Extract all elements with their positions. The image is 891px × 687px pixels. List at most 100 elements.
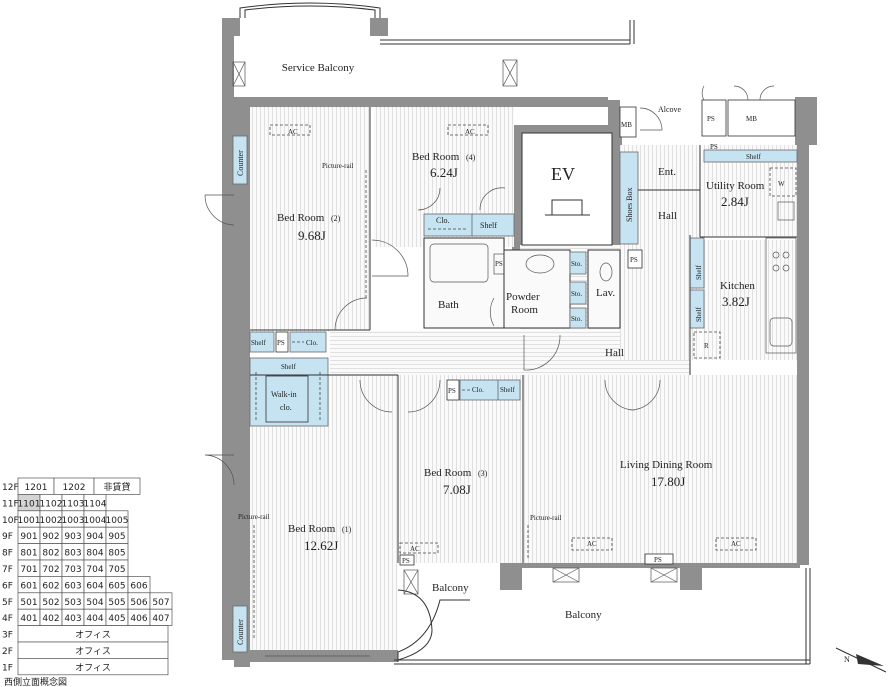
unit-number: 407 [152, 614, 169, 624]
unit-number: 801 [20, 549, 37, 559]
unit-number: 804 [86, 549, 103, 559]
washer-label: W [778, 180, 785, 188]
unit-number: 1004 [84, 516, 107, 526]
unit-number: 1005 [106, 516, 129, 526]
hall-label-upper: Hall [658, 210, 677, 222]
unit-number: 603 [64, 581, 81, 591]
kitchen-size: 3.82J [722, 294, 750, 309]
unit-number: 703 [64, 565, 81, 575]
powder-label: Powder [506, 291, 540, 303]
balconies: PS Balcony Balcony [394, 554, 811, 665]
unit-number: 非賃貸 [103, 481, 130, 493]
hall-label-lower: Hall [605, 347, 624, 359]
picture-rail-bed1: Picture-rail [238, 513, 270, 521]
bed2-name: Bed Room [277, 212, 325, 224]
unit-number: オフィス [75, 662, 111, 673]
bed-room-2: Counter AC Picture-rail Bed Room (2) 9.6… [204, 107, 409, 331]
unit-number: 1001 [18, 516, 41, 526]
living-dining-room: Picture-rail Living Dining Room 17.80J A… [527, 379, 757, 565]
floors [250, 107, 797, 650]
unit-cell [17, 658, 169, 676]
powder-room-label: Room [511, 304, 538, 316]
unit-number: 1103 [62, 499, 85, 509]
bed1-name: Bed Room [288, 523, 336, 535]
floor-label: 4F [2, 614, 13, 624]
service-balcony-label: Service Balcony [282, 62, 355, 74]
unit-number: 802 [42, 549, 59, 559]
floor-label: 2F [2, 647, 13, 657]
unit-number: オフィス [75, 646, 111, 657]
clo-label-bed3: Clo. [472, 386, 484, 394]
compass: N [835, 647, 887, 673]
service-balcony: Service Balcony [232, 2, 635, 87]
shoes-box-label: Shoes Box [625, 188, 634, 222]
ac-unit-bed4: AC [465, 128, 475, 136]
ps-label-ldr: PS [654, 556, 662, 564]
unit-number: 402 [42, 614, 59, 624]
unit-number: 405 [108, 614, 125, 624]
unit-number: 403 [64, 614, 81, 624]
unit-number: 601 [20, 581, 37, 591]
unit-number: 1202 [63, 483, 86, 493]
unit-number: 602 [42, 581, 59, 591]
floor-label: 3F [2, 631, 13, 641]
unit-number: 606 [130, 581, 147, 591]
bed-room-3: PS Clo. Shelf Bed Room (3) 7.08J [407, 375, 524, 563]
kitchen-name: Kitchen [720, 280, 755, 292]
compass-north-label: N [844, 655, 850, 664]
unit-number: 902 [42, 532, 59, 542]
sto-label-3: Sto. [571, 315, 582, 323]
ac-unit-ldr-2: AC [731, 540, 741, 548]
unit-number: 705 [108, 565, 125, 575]
shelf-label-utility: Shelf [746, 153, 761, 161]
bed3-size: 7.08J [443, 482, 471, 497]
bed4-name: Bed Room [412, 151, 460, 163]
unit-number: 504 [86, 598, 103, 608]
unit-number: 905 [108, 532, 125, 542]
bed2-size: 9.68J [298, 228, 326, 243]
picture-rail-bed2: Picture-rail [322, 162, 354, 170]
unit-number: 1101 [18, 499, 41, 509]
floor-label: 7F [2, 565, 13, 575]
ent-label: Ent. [658, 166, 676, 178]
unit-number: 506 [130, 598, 147, 608]
unit-number: 503 [64, 598, 81, 608]
shelf-label-bed4: Shelf [480, 221, 497, 230]
bed3-name: Bed Room [424, 467, 472, 479]
shelf-label-walkin: Shelf [281, 363, 296, 371]
unit-number: 704 [86, 565, 103, 575]
alcove-label: Alcove [658, 105, 682, 114]
bed3-num: (3) [478, 469, 488, 478]
unit-number: 701 [20, 565, 37, 575]
clo-label-hall: Clo. [306, 339, 318, 347]
ps-label-balcony: PS [402, 557, 410, 565]
counter-label-bottom: Counter [236, 619, 245, 645]
bath-area: PS Bath Powder Room Sto. Sto. Sto. Lav. [423, 237, 621, 329]
kitchen: Shelf Shelf Kitchen 3.82J R [689, 235, 797, 375]
ac-unit-ldr-1: AC [587, 540, 597, 548]
utility-size: 2.84J [721, 194, 749, 209]
floor-label: 6F [2, 581, 13, 591]
unit-number: 1102 [40, 499, 63, 509]
clo-label-bed4: Clo. [436, 216, 450, 225]
balcony-small-label: Balcony [432, 582, 469, 594]
ldr-size: 17.80J [651, 474, 685, 489]
ps-label-hall: PS [630, 256, 638, 264]
lav-label: Lav. [596, 287, 615, 299]
walkin-clo-label: clo. [280, 403, 292, 412]
unit-number: 1104 [84, 499, 107, 509]
ac-unit-bed1: AC [410, 545, 420, 553]
ldr-name: Living Dining Room [620, 459, 713, 471]
unit-number: 805 [108, 549, 125, 559]
elevator: EV [521, 132, 613, 246]
ps-label-top: PS [707, 115, 715, 123]
unit-number: 1201 [25, 483, 48, 493]
bed4-size: 6.24J [430, 165, 458, 180]
picture-rail-ldr: Picture-rail [530, 514, 562, 522]
alcove-area: MB Alcove PS MB [619, 85, 796, 138]
unit-number: 903 [64, 532, 81, 542]
floor-label: 5F [2, 598, 13, 608]
ps-label-bath: PS [495, 260, 503, 268]
floor-label: 1F [2, 663, 13, 673]
